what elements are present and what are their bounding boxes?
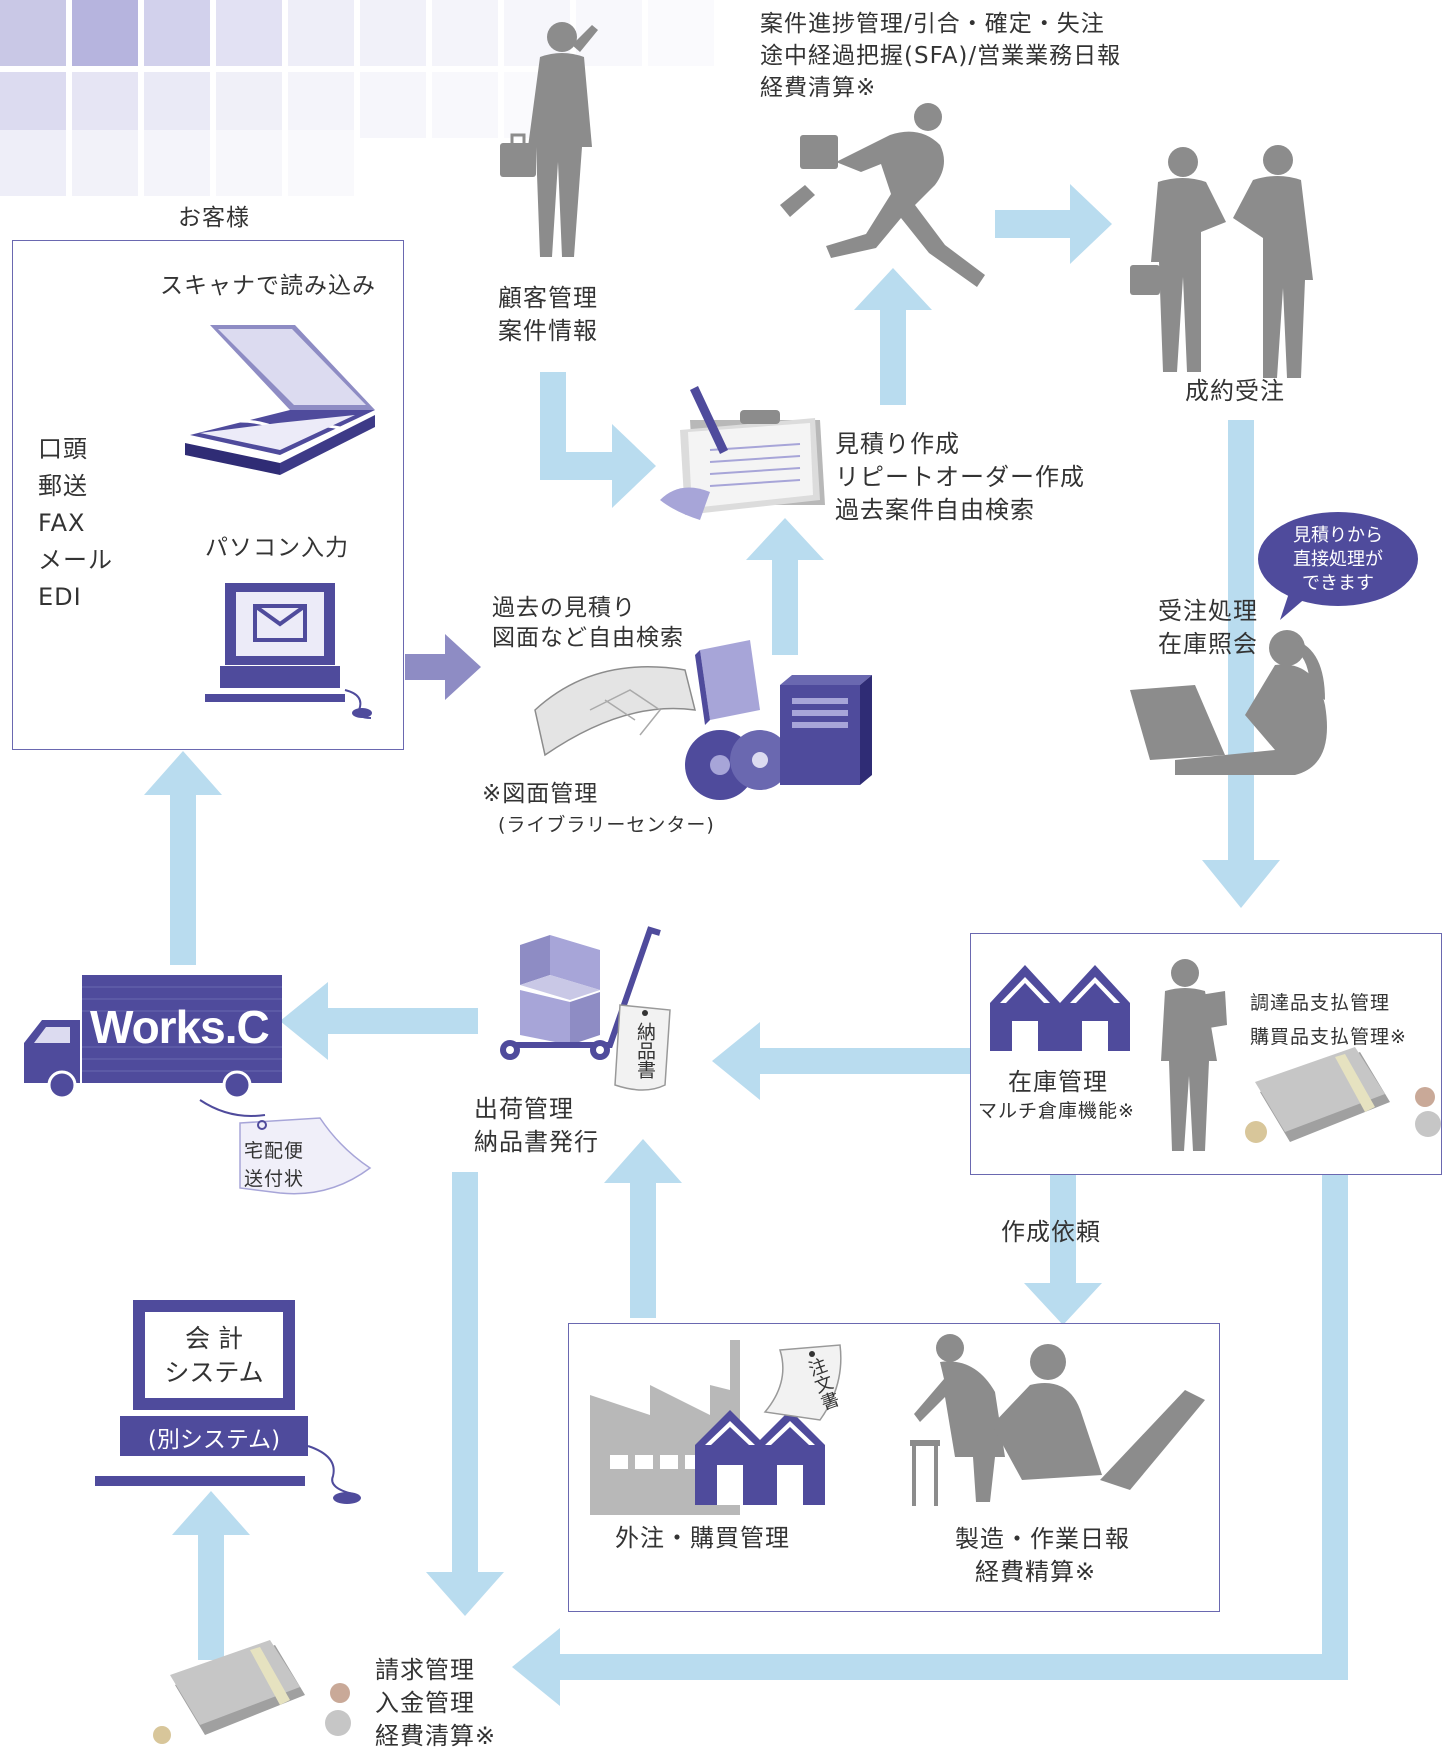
shipping-label-2: 納品書発行: [474, 1128, 599, 1156]
input-method: EDI: [38, 583, 82, 611]
money-bills-icon: [1245, 1047, 1441, 1143]
crm-label-1: 顧客管理: [498, 284, 598, 312]
sfa-label-2: 途中経過把握(SFA)/営業業務日報: [760, 43, 1122, 69]
input-method: 口頭: [38, 435, 88, 463]
estimate-label-2: リピートオーダー作成: [835, 463, 1085, 491]
shipping-label-slip-icon: [199, 1099, 372, 1195]
outsource-label: 外注・購買管理: [615, 1524, 790, 1552]
payment-label-2: 購買品支払管理※: [1250, 1026, 1407, 1048]
slip-label-1: 宅配便: [244, 1140, 305, 1162]
contract-label: 成約受注: [1185, 377, 1285, 405]
billing-label-3: 経費清算※: [375, 1722, 497, 1750]
warehouse-icon: [990, 965, 1130, 1051]
estimate-label-1: 見積り作成: [835, 430, 960, 458]
input-method: 郵送: [38, 472, 88, 500]
library-items-icon: [534, 640, 872, 800]
accounting-label-1: 会 計: [185, 1324, 243, 1353]
speech-bubble-tail: [1280, 590, 1315, 620]
hand-truck-icon: [500, 926, 661, 1060]
slip-label-2: 送付状: [244, 1168, 305, 1190]
bubble-line: できます: [1302, 573, 1374, 594]
speech-bubble: [1258, 512, 1418, 606]
running-salesman-icon: [780, 103, 985, 287]
handshake-silhouette-icon: [1130, 145, 1313, 378]
accounting-screen-text: 会 計 システム: [145, 1322, 283, 1390]
computer-mail-icon: [205, 583, 372, 719]
search-label-2: 図面など自由検索: [492, 625, 684, 651]
payment-label-1: 調達品支払管理: [1250, 992, 1391, 1014]
bubble-text: 見積りから 直接処理が できます: [1258, 524, 1418, 596]
customer-box: [12, 240, 404, 750]
order-label-2: 在庫照会: [1158, 630, 1258, 658]
delivery-slip-label: 納品書: [634, 1022, 656, 1079]
mfg-label-2: 経費精算※: [975, 1558, 1097, 1586]
library-label: (ライブラリーセンター): [498, 814, 715, 836]
billing-money-icon: [153, 1640, 351, 1744]
accounting-sub-label: (別システム): [147, 1427, 281, 1453]
production-box: [568, 1323, 1220, 1612]
estimate-label-3: 過去案件自由検索: [835, 496, 1035, 524]
drawing-mgmt-label: ※図面管理: [482, 781, 599, 807]
input-method: メール: [38, 546, 113, 574]
order-label-1: 受注処理: [1158, 597, 1258, 625]
bubble-line: 直接処理が: [1293, 549, 1383, 570]
clipboard-estimate-icon: [660, 386, 825, 520]
inventory-sub: マルチ倉庫機能※: [978, 1100, 1135, 1122]
mfg-label-1: 製造・作業日報: [955, 1525, 1130, 1553]
truck-brand-logo: Works.C: [90, 1001, 270, 1053]
factory-icon: [590, 1340, 825, 1515]
crm-label-2: 案件情報: [498, 317, 598, 345]
accounting-label-2: システム: [164, 1358, 264, 1387]
input-method: FAX: [38, 509, 86, 537]
truck-icon: [24, 975, 282, 1100]
bubble-line: 見積りから: [1293, 525, 1383, 546]
order-document-icon: [763, 1344, 842, 1421]
delivery-slip-icon: [614, 1004, 671, 1091]
scanner-icon: [185, 325, 375, 475]
search-label-1: 過去の見積り: [492, 595, 636, 621]
sfa-label-3: 経費清算※: [760, 75, 877, 101]
woman-laptop-silhouette-icon: [1130, 630, 1327, 775]
shipping-label-1: 出荷管理: [474, 1095, 574, 1123]
worker-silhouette-icon: [1161, 959, 1227, 1151]
accounting-computer-icon: [95, 1300, 361, 1504]
request-label: 作成依頼: [1001, 1218, 1101, 1246]
billing-label-2: 入金管理: [375, 1689, 475, 1717]
customer-title: お客様: [178, 205, 250, 231]
scanner-label: スキャナで読み込み: [160, 273, 376, 299]
manufacturing-workers-icon: [910, 1334, 1205, 1506]
pc-input-label: パソコン入力: [205, 535, 349, 561]
sfa-label-1: 案件進捗管理/引合・確定・失注: [760, 11, 1105, 37]
salesman-silhouette-icon: [500, 22, 598, 257]
inventory-label: 在庫管理: [1008, 1068, 1108, 1096]
billing-label-1: 請求管理: [375, 1656, 475, 1684]
